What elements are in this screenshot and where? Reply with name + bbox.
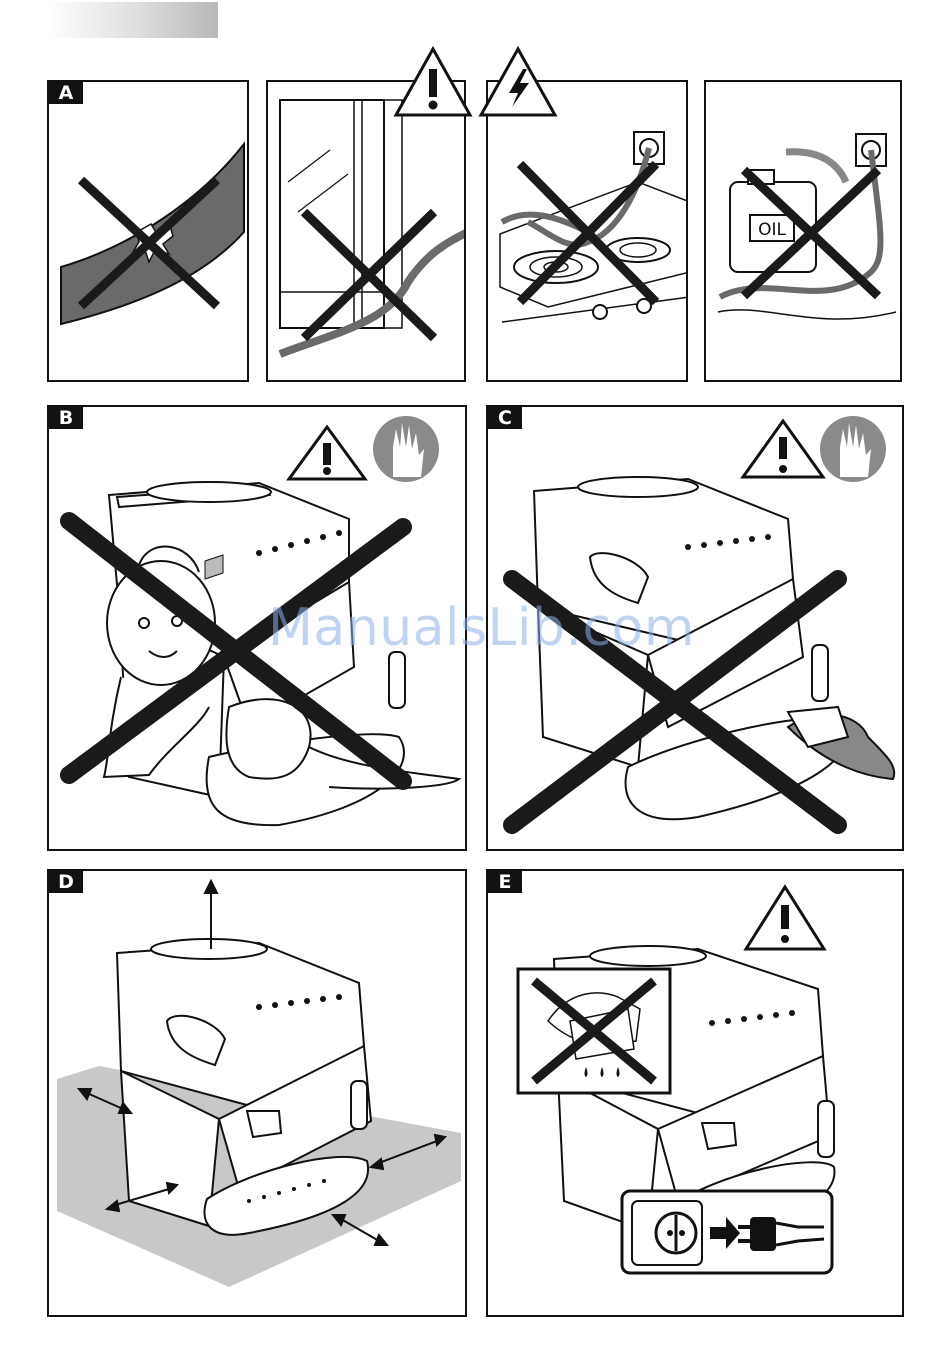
warning-triangle-icon: [392, 45, 474, 119]
no-water-inset: [518, 969, 670, 1093]
panel-label: B: [49, 407, 83, 429]
warning-triangle-icon: [743, 421, 823, 477]
panel-a-cord-oil: OIL: [704, 80, 902, 382]
panel-c-wipe-while-hot: C: [486, 405, 904, 851]
child-machine-illustration: [49, 407, 467, 851]
panel-d-placement: D: [47, 869, 467, 1317]
header-tab-bar: [48, 2, 218, 38]
panel-a-cord-damaged: A: [47, 80, 249, 382]
door-cord-illustration: [268, 82, 466, 382]
panel-a-cord-hotplate: [486, 80, 688, 382]
warning-triangle-icon: [289, 427, 365, 479]
panel-e-unplug-before-cleaning: E: [486, 869, 904, 1317]
damaged-cord-illustration: [49, 82, 249, 382]
placement-clearance-illustration: [49, 871, 467, 1317]
machine-unplug-illustration: [488, 871, 904, 1317]
cleaning-machine-illustration: [488, 407, 904, 851]
stop-hand-icon: [373, 416, 439, 482]
panel-label: E: [488, 871, 522, 893]
panel-a-cord-door: [266, 80, 466, 382]
hotplate-cord-illustration: [488, 82, 688, 382]
stop-hand-icon: [820, 416, 886, 482]
panel-b-child-safety: B: [47, 405, 467, 851]
warning-triangle-icon: [746, 887, 824, 949]
electric-hazard-icon: [477, 45, 559, 119]
panel-label: A: [49, 82, 83, 104]
plug-unplug-icon: [622, 1191, 832, 1273]
panel-label: C: [488, 407, 522, 429]
oil-cord-illustration: OIL: [706, 82, 902, 382]
oil-label: OIL: [758, 220, 786, 240]
panel-label: D: [49, 871, 83, 893]
